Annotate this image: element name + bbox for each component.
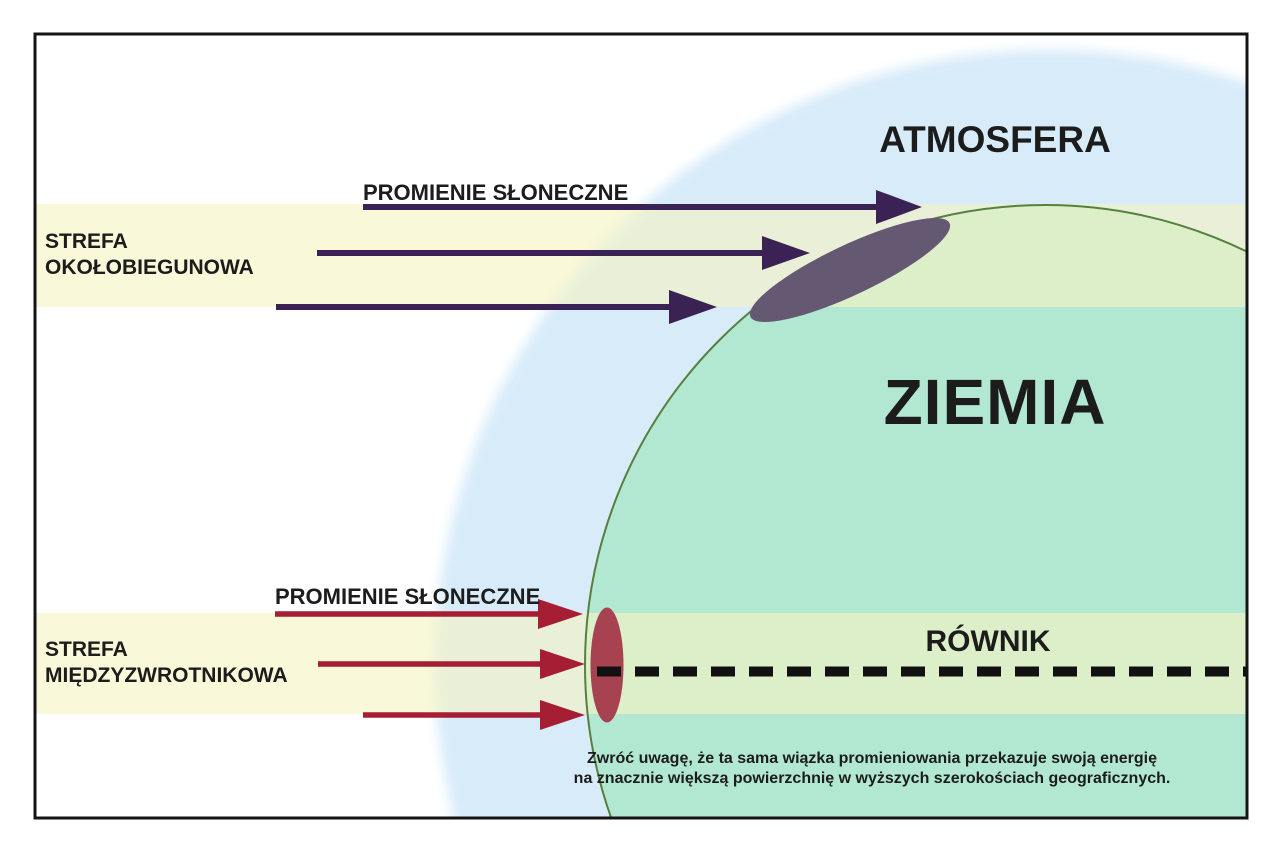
tropical-ray-1-head	[538, 599, 583, 629]
polar-ray-1	[363, 190, 922, 224]
polar-ray-3-head	[669, 290, 717, 324]
tropical-zone-label-line1: STREFA	[45, 638, 128, 661]
earth-label: ZIEMIA	[883, 366, 1107, 438]
tropical-rays-label: PROMIENIE SŁONECZNE	[275, 584, 541, 609]
tropical-ray-2	[318, 649, 585, 679]
tropical-ray-1	[275, 599, 583, 629]
polar-zone-label-line2: OKOŁOBIEGUNOWA	[45, 256, 254, 279]
polar-rays-label: PROMIENIE SŁONECZNE	[363, 180, 629, 205]
polar-zone-label-line1: STREFA	[45, 230, 128, 253]
note-text-line1: Zwróć uwagę, że ta sama wiązka promienio…	[587, 750, 1157, 767]
tropical-zone-label-line2: MIĘDZYZWROTNIKOWA	[45, 664, 288, 687]
tropical-zone-band	[36, 613, 1246, 714]
polar-ray-3	[276, 290, 717, 324]
note-text: Zwróć uwagę, że ta sama wiązka promienio…	[574, 749, 1171, 789]
polar-ray-1-head	[876, 190, 922, 224]
tropical-ray-3-head	[540, 700, 585, 730]
tropical-ray-3	[363, 700, 585, 730]
equator-label: RÓWNIK	[925, 625, 1051, 658]
tropical-radiation-spot	[590, 607, 624, 723]
tropical-zone-label: STREFA MIĘDZYZWROTNIKOWA	[45, 637, 288, 689]
polar-radiation-spot	[749, 217, 951, 323]
polar-ray-2-head	[762, 236, 810, 270]
tropical-ray-2-head	[540, 649, 585, 679]
polar-zone-label: STREFA OKOŁOBIEGUNOWA	[45, 229, 254, 281]
polar-ray-2	[317, 236, 810, 270]
earth-outline	[584, 204, 1246, 818]
note-text-line2: na znacznie większą powierzchnię w wyższ…	[573, 770, 1171, 787]
atmosphere-label: ATMOSFERA	[879, 119, 1111, 160]
frame-border	[33, 32, 1249, 820]
